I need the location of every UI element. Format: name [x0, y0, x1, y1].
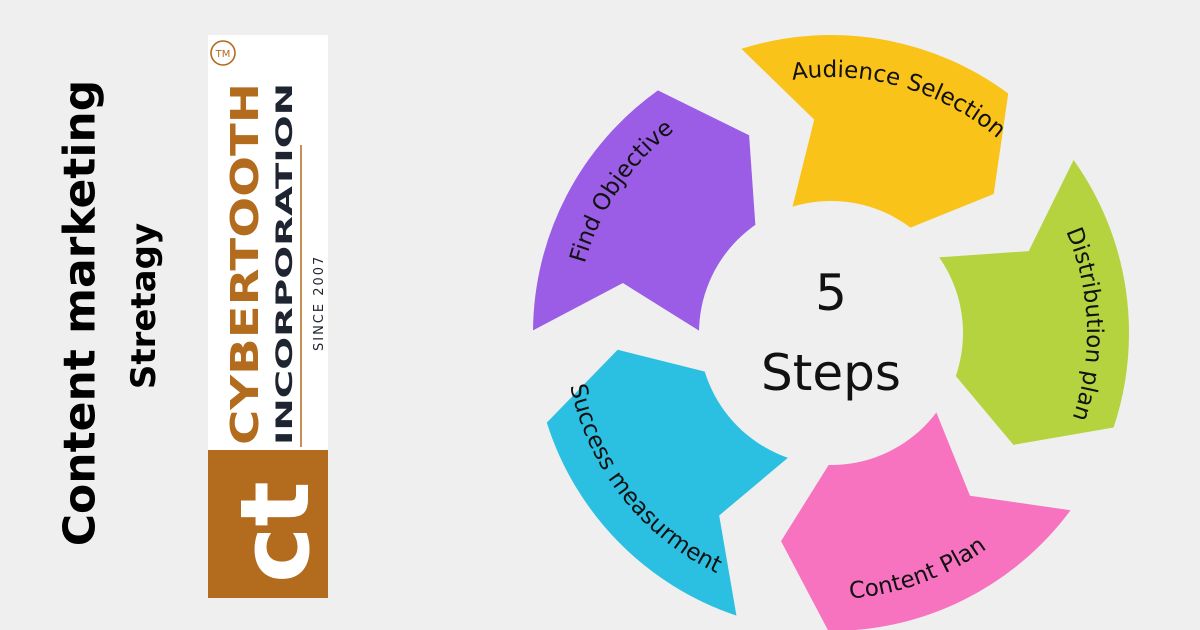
center-circle — [699, 201, 963, 465]
center-label: Steps — [761, 344, 901, 402]
segment-audience-selection — [741, 34, 1009, 229]
trademark-text: TM — [215, 49, 231, 60]
cybertooth-logo: TM CYBERTOOTH INCORPORATION SINCE 2007 c… — [208, 35, 328, 598]
trademark-icon — [210, 40, 236, 66]
logo-brand-sub: INCORPORATION — [273, 83, 298, 445]
center-number: 5 — [815, 264, 847, 322]
segment-content-plan — [781, 410, 1071, 630]
segment-distribution-plan — [936, 159, 1129, 445]
segment-find-objective — [533, 90, 756, 332]
logo-monogram-block — [208, 450, 328, 598]
page-subtitle: Stretagy — [124, 222, 164, 390]
logo-monogram: ct — [221, 481, 328, 583]
page-title: Content marketing — [54, 79, 106, 547]
logo-brand-name: CYBERTOOTH — [223, 83, 267, 445]
logo-since: SINCE 2007 — [312, 255, 327, 351]
